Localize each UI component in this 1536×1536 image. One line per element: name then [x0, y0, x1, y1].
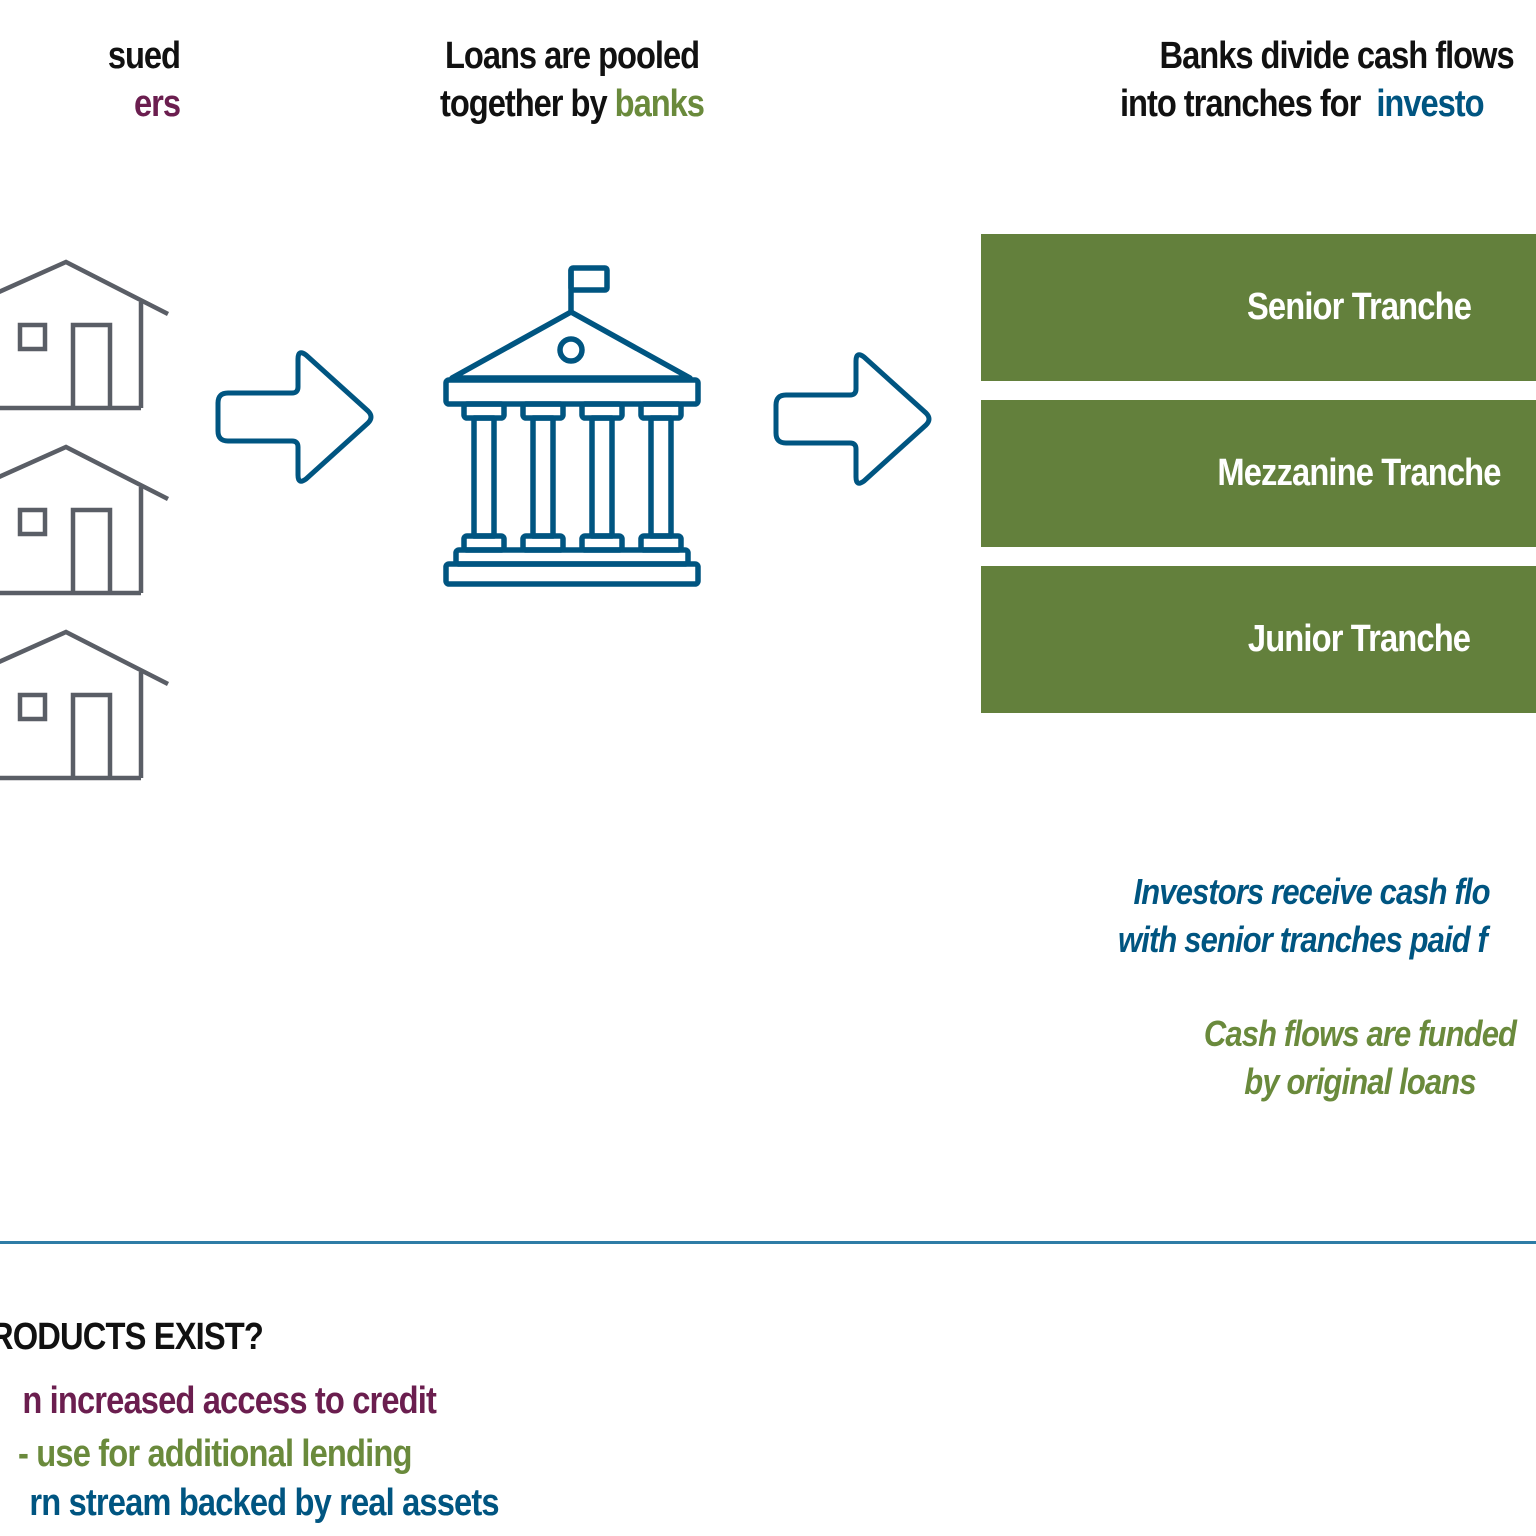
- arrow-right-icon: [773, 352, 932, 486]
- tranche-label: Junior Tranche: [1247, 618, 1471, 660]
- tranche-mezzanine: Mezzanine Tranche: [981, 400, 1536, 547]
- tranche-label: Mezzanine Tranche: [1217, 452, 1501, 494]
- house-icon: [0, 629, 170, 781]
- funding-note-line1: Cash flows are funded: [1203, 1013, 1517, 1054]
- house-icon: [0, 259, 170, 411]
- step-3-heading: Banks divide cash flows into tranches fo…: [1120, 32, 1536, 128]
- step-1-heading-line1: sued: [107, 35, 181, 77]
- step-1-heading: sued ers: [0, 32, 181, 128]
- step-2-heading: Loans are pooled together by banks: [400, 32, 744, 128]
- funding-note: Cash flows are funded by original loans: [1102, 1010, 1536, 1106]
- section-divider: [0, 1241, 1536, 1244]
- step-3-heading-line2: into tranches for investo: [1120, 80, 1536, 128]
- arrow-right-icon: [215, 350, 374, 484]
- borrowers-highlight: ers: [134, 83, 181, 125]
- benefit-investors: rn stream backed by real assets: [29, 1482, 500, 1524]
- investors-note: Investors receive cash flo with senior t…: [1118, 868, 1491, 964]
- step-1-heading-line2: ers: [0, 80, 181, 128]
- investors-highlight: investo: [1376, 83, 1484, 125]
- tranche-senior: Senior Tranche: [981, 234, 1536, 381]
- investors-note-line1: Investors receive cash flo: [1133, 871, 1490, 912]
- step-2-heading-line2: together by banks: [400, 80, 744, 128]
- funding-note-line2: by original loans: [1244, 1061, 1476, 1102]
- benefit-borrowers: n increased access to credit: [22, 1380, 437, 1422]
- step-3-heading-line1: Banks divide cash flows: [1159, 35, 1515, 77]
- step-2-heading-prefix: together by: [440, 83, 615, 125]
- benefit-banks: - use for additional lending: [18, 1433, 412, 1475]
- tranche-label: Senior Tranche: [1246, 286, 1472, 328]
- bottom-section-title: RODUCTS EXIST?: [0, 1316, 264, 1358]
- investors-note-line2: with senior tranches paid f: [1118, 919, 1488, 960]
- house-icon: [0, 444, 170, 596]
- bank-icon: [443, 265, 701, 587]
- tranche-junior: Junior Tranche: [981, 566, 1536, 713]
- step-3-heading-prefix: into tranches for: [1120, 83, 1377, 125]
- banks-highlight: banks: [614, 83, 705, 125]
- step-2-heading-line1: Loans are pooled: [444, 35, 700, 77]
